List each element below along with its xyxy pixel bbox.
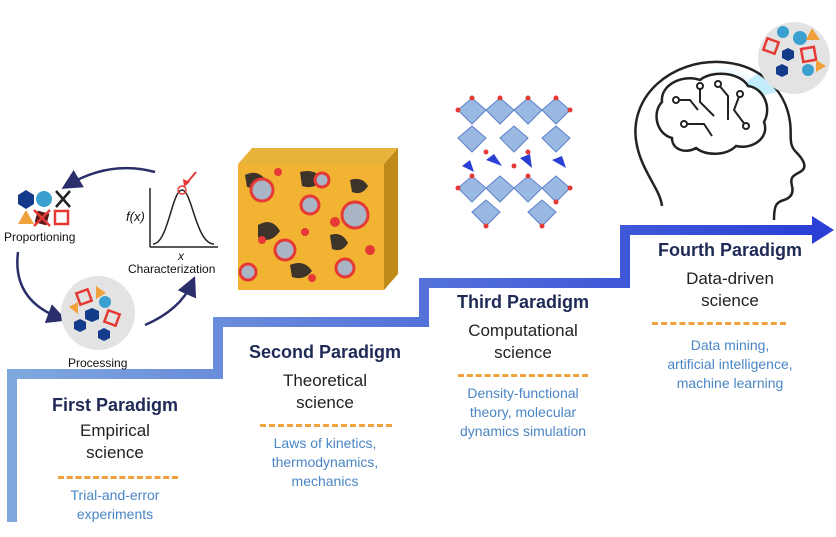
paradigm-3-divider (458, 374, 588, 377)
paradigm-2-subtitle-line1: Theoretical (282, 371, 368, 390)
paradigm-4-subtitle-line2: science (701, 291, 759, 310)
paradigm-3-desc-line3: dynamics simulation (459, 423, 587, 439)
paradigm-1-divider (58, 476, 178, 479)
fx-axis-label: f(x) (126, 209, 145, 224)
ai-brain-head-icon (634, 22, 830, 221)
paradigm-1-title: First Paradigm (51, 395, 179, 415)
paradigm-2-title: Second Paradigm (248, 342, 402, 362)
paradigm-1-subtitle-line2: science (86, 443, 144, 462)
x-axis-label: x (178, 249, 184, 263)
microstructure-cube-icon (238, 148, 398, 290)
paradigm-4-divider (652, 322, 786, 325)
characterization-label: Characterization (128, 262, 216, 276)
paradigm-2-subtitle-line2: science (296, 393, 354, 412)
paradigm-1-desc-line1: Trial-and-error (70, 487, 160, 503)
paradigm-4-desc-line1: Data mining, (690, 337, 770, 353)
crystal-lattice-icon (455, 95, 573, 229)
paradigm-2-divider (260, 424, 392, 427)
paradigm-4-desc-line3: machine learning (676, 375, 784, 391)
paradigm-3-title: Third Paradigm (456, 292, 590, 312)
staircase-arrowhead-icon (812, 216, 834, 244)
paradigm-staircase (7, 216, 834, 522)
paradigm-4-subtitle-line1: Data-driven (686, 269, 774, 288)
paradigm-2-desc-line1: Laws of kinetics, (273, 435, 377, 451)
paradigm-4-title: Fourth Paradigm (657, 240, 802, 260)
paradigm-3-desc-line1: Density-functional (467, 385, 579, 401)
paradigm-1-desc-line2: experiments (76, 506, 154, 522)
cycle-arrows (16, 166, 197, 327)
paradigm-2-desc-line2: thermodynamics, (271, 454, 379, 470)
processing-icon (61, 276, 135, 350)
distribution-curve-icon (149, 171, 218, 248)
proportioning-label: Proportioning (4, 230, 76, 244)
paradigm-4-desc-line2: artificial intelligence, (667, 356, 793, 372)
paradigm-1-subtitle-line1: Empirical (80, 421, 150, 440)
paradigm-3-subtitle-line1: Computational (468, 321, 578, 340)
paradigm-3-desc-line2: theory, molecular (469, 404, 577, 420)
ingredients-icon (18, 190, 71, 227)
processing-label: Processing (68, 356, 128, 370)
paradigm-2-desc-line3: mechanics (291, 473, 359, 489)
paradigm-3-subtitle-line2: science (494, 343, 552, 362)
